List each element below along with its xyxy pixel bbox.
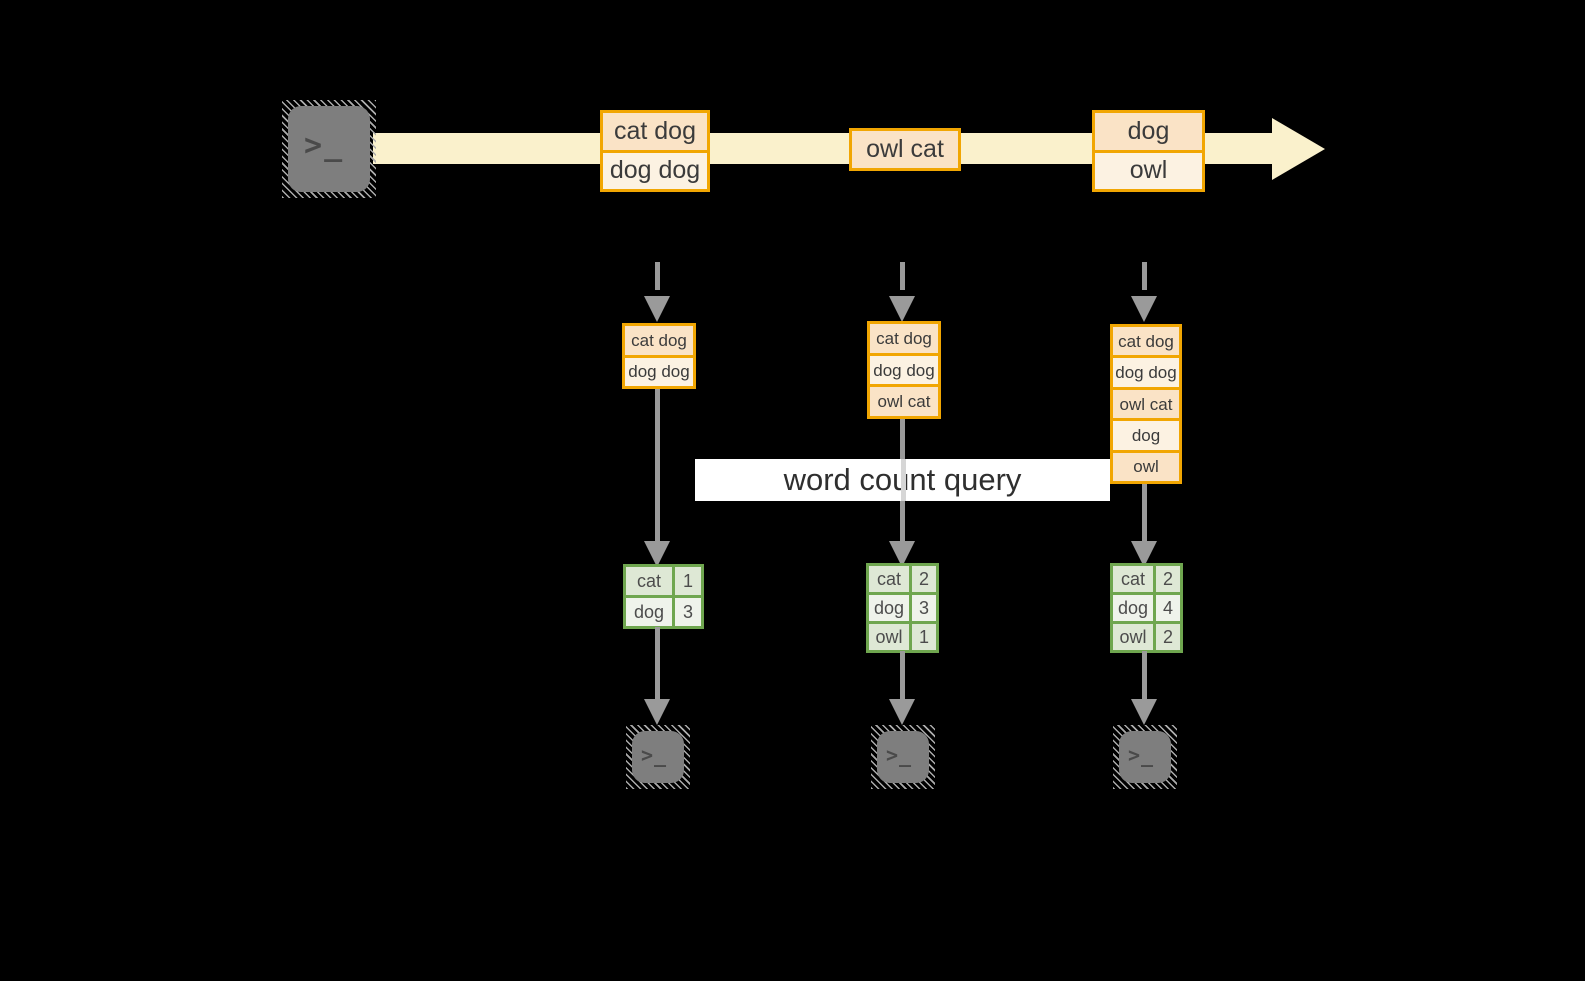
arrow-head [1131, 699, 1157, 725]
snapshot-record: dog dog [870, 355, 938, 385]
count-cell: 3 [912, 595, 936, 621]
stream-record: dog [1095, 113, 1202, 150]
snapshot-record: cat dog [1113, 327, 1179, 356]
word-cell: dog [626, 598, 672, 626]
dashed-arrow-line [900, 262, 905, 290]
stream-batch-2: owl cat [849, 128, 961, 171]
dashed-arrow-head [1131, 296, 1157, 322]
arrow-head [1131, 541, 1157, 567]
prompt-chevron: > [1128, 743, 1142, 767]
stream-record: owl [1095, 152, 1202, 189]
snapshot-record: owl cat [870, 387, 938, 417]
arrow-line [655, 385, 660, 545]
word-cell: cat [869, 566, 909, 592]
sink-terminal-icon: >_ [626, 725, 690, 789]
word-cell: cat [626, 567, 672, 595]
prompt-chevron: > [886, 743, 900, 767]
result-table-2: cat 2 dog 3 owl 1 [866, 563, 939, 653]
arrow-line [900, 651, 905, 701]
snapshot-record: dog dog [1113, 358, 1179, 387]
input-snapshot-1: cat dog dog dog [622, 323, 696, 389]
count-cell: 4 [1156, 595, 1180, 621]
terminal-body: >_ [877, 731, 929, 783]
result-table-3: cat 2 dog 4 owl 2 [1110, 563, 1183, 653]
snapshot-record: cat dog [625, 326, 693, 355]
prompt-cursor: _ [324, 128, 345, 163]
snapshot-record: dog [1113, 421, 1179, 450]
source-terminal-icon: >_ [282, 100, 376, 198]
arrow-line [655, 627, 660, 701]
word-cell: owl [1113, 624, 1153, 650]
count-cell: 1 [912, 624, 936, 650]
snapshot-record: cat dog [870, 324, 938, 353]
arrow-head [889, 699, 915, 725]
prompt-chevron: > [641, 743, 655, 767]
terminal-prompt-icon: >_ [288, 106, 344, 163]
stream-record: owl cat [852, 131, 958, 168]
count-cell: 2 [1156, 566, 1180, 592]
count-cell: 1 [675, 567, 701, 595]
arrow-line [1142, 480, 1147, 545]
prompt-cursor: _ [899, 743, 913, 767]
stream-record: dog dog [603, 152, 707, 189]
dashed-arrow-line [1142, 262, 1147, 290]
snapshot-record: owl cat [1113, 389, 1179, 419]
arrow-head [644, 699, 670, 725]
dashed-arrow-head [889, 296, 915, 322]
terminal-prompt-icon: >_ [1119, 731, 1154, 767]
arrow-line [1142, 651, 1147, 701]
prompt-cursor: _ [654, 743, 668, 767]
arrow-line-behind-label [901, 459, 906, 501]
arrow-head [889, 541, 915, 567]
arrow-head [644, 541, 670, 567]
sink-terminal-icon: >_ [1113, 725, 1177, 789]
count-cell: 2 [912, 566, 936, 592]
count-cell: 2 [1156, 624, 1180, 650]
terminal-body: >_ [1119, 731, 1171, 783]
input-snapshot-3: cat dog dog dog owl cat dog owl [1110, 324, 1182, 484]
dashed-arrow-head [644, 296, 670, 322]
snapshot-record: owl [1113, 452, 1179, 482]
stream-arrowhead [1272, 118, 1325, 180]
stream-batch-1: cat dog dog dog [600, 110, 710, 192]
word-cell: owl [869, 624, 909, 650]
terminal-prompt-icon: >_ [877, 731, 912, 767]
word-cell: dog [1113, 595, 1153, 621]
snapshot-record: dog dog [625, 357, 693, 386]
prompt-chevron: > [304, 128, 325, 163]
result-table-1: cat 1 dog 3 [623, 564, 704, 629]
stream-record: cat dog [603, 113, 707, 150]
word-cell: dog [869, 595, 909, 621]
count-cell: 3 [675, 598, 701, 626]
stream-batch-3: dog owl [1092, 110, 1205, 192]
terminal-prompt-icon: >_ [632, 731, 667, 767]
word-cell: cat [1113, 566, 1153, 592]
dashed-arrow-line [655, 262, 660, 290]
terminal-body: >_ [288, 106, 370, 192]
input-snapshot-2: cat dog dog dog owl cat [867, 321, 941, 419]
sink-terminal-icon: >_ [871, 725, 935, 789]
terminal-body: >_ [632, 731, 684, 783]
prompt-cursor: _ [1141, 743, 1155, 767]
